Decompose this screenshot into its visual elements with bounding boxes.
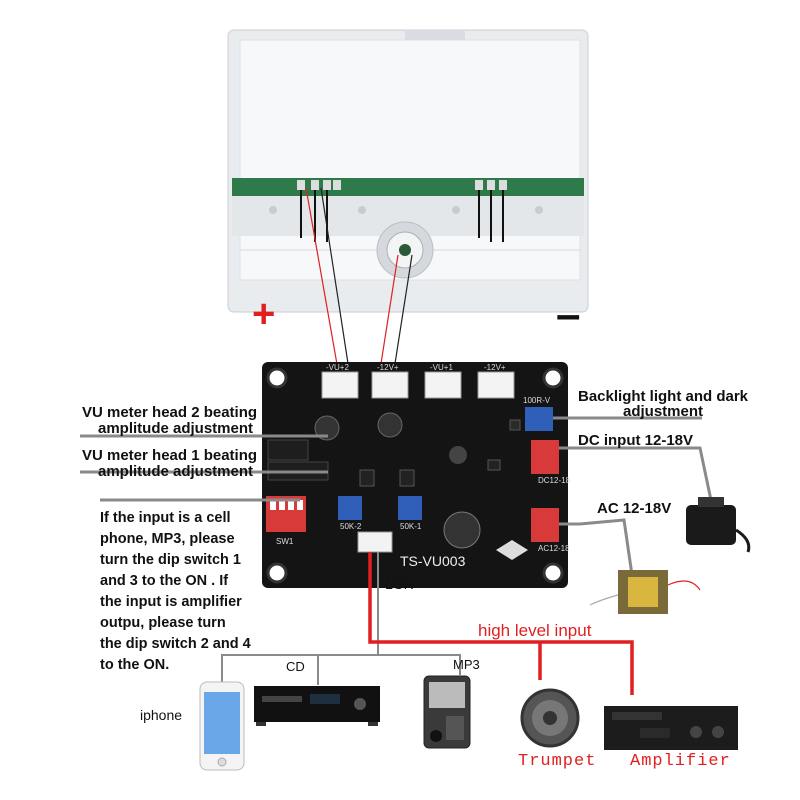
connector-vu1-label: -VU+1 xyxy=(430,363,453,372)
ac-transformer xyxy=(589,570,701,614)
trumpet-label: Trumpet xyxy=(518,752,597,771)
pcb-board xyxy=(262,362,568,588)
high-level-input-label: high level input xyxy=(478,621,592,640)
vu2-label-line2: amplitude adjustment xyxy=(98,420,254,437)
backlight-label-line2: adjustment xyxy=(623,403,704,420)
pot1-label: 50K-1 xyxy=(400,522,422,531)
sw-label: SW1 xyxy=(276,537,294,546)
amplifier-device xyxy=(604,706,738,750)
vu1-label-line1: VU meter head 1 beating xyxy=(82,447,258,464)
dc-adapter xyxy=(686,497,751,553)
vu1-label: VU meter head 1 beating amplitude adjust… xyxy=(82,448,257,480)
vu1-label-line2: amplitude adjustment xyxy=(98,463,254,480)
backlight-label-line1: Backlight light and dark xyxy=(578,388,749,405)
instruction-line: the input is amplifier xyxy=(100,594,242,610)
audio-lines xyxy=(221,552,461,688)
board-model-label: TS-VU003 xyxy=(400,553,466,569)
ac-input-label: AC 12-18V xyxy=(597,500,672,517)
connector-12v-2-label: -12V+ xyxy=(484,363,506,372)
instruction-line: turn the dip switch 1 xyxy=(100,552,241,568)
dc-pin-label: DC12-18 xyxy=(538,476,571,485)
high-level-lines xyxy=(368,552,634,695)
instruction-line: to the ON. xyxy=(100,657,170,673)
ac-pin-label: AC12-18 xyxy=(538,544,570,553)
instruction-line: If the input is a cell xyxy=(100,510,231,526)
minus-sign: – xyxy=(556,290,581,339)
meter-green-strip xyxy=(232,178,584,196)
pot2-label: 50K-2 xyxy=(340,522,362,531)
mp3-player xyxy=(423,675,471,749)
connector-12v-label: -12V+ xyxy=(377,363,399,372)
iphone-label: iphone xyxy=(140,707,183,723)
speaker xyxy=(520,688,580,748)
mp3-label: MP3 xyxy=(453,657,480,672)
dip-switch-instructions: If the input is a cell phone, MP3, pleas… xyxy=(100,508,251,676)
instruction-line: and 3 to the ON . If xyxy=(100,573,229,589)
instruction-line: phone, MP3, please xyxy=(100,531,235,547)
cd-player xyxy=(254,686,380,726)
vu2-label: VU meter head 2 beating amplitude adjust… xyxy=(82,405,257,437)
dc-input-label: DC input 12-18V xyxy=(578,432,694,449)
instruction-line: outpu, please turn xyxy=(100,615,226,631)
cd-label: CD xyxy=(286,659,305,674)
vu2-label-line1: VU meter head 2 beating xyxy=(82,404,258,421)
meter-wires xyxy=(305,187,413,371)
instruction-line: the dip switch 2 and 4 xyxy=(100,636,251,652)
connector-vu2-label: -VU+2 xyxy=(326,363,349,372)
resistor-label: 100R-V xyxy=(523,396,551,405)
amplifier-label: Amplifier xyxy=(630,752,731,771)
vu-meter-panel xyxy=(227,29,589,313)
leader-lines xyxy=(80,416,714,576)
backlight-label: Backlight light and dark adjustment xyxy=(578,389,748,419)
iphone-device xyxy=(199,681,245,771)
lgr-label: LGR xyxy=(385,576,414,592)
plus-sign: + xyxy=(252,292,276,336)
